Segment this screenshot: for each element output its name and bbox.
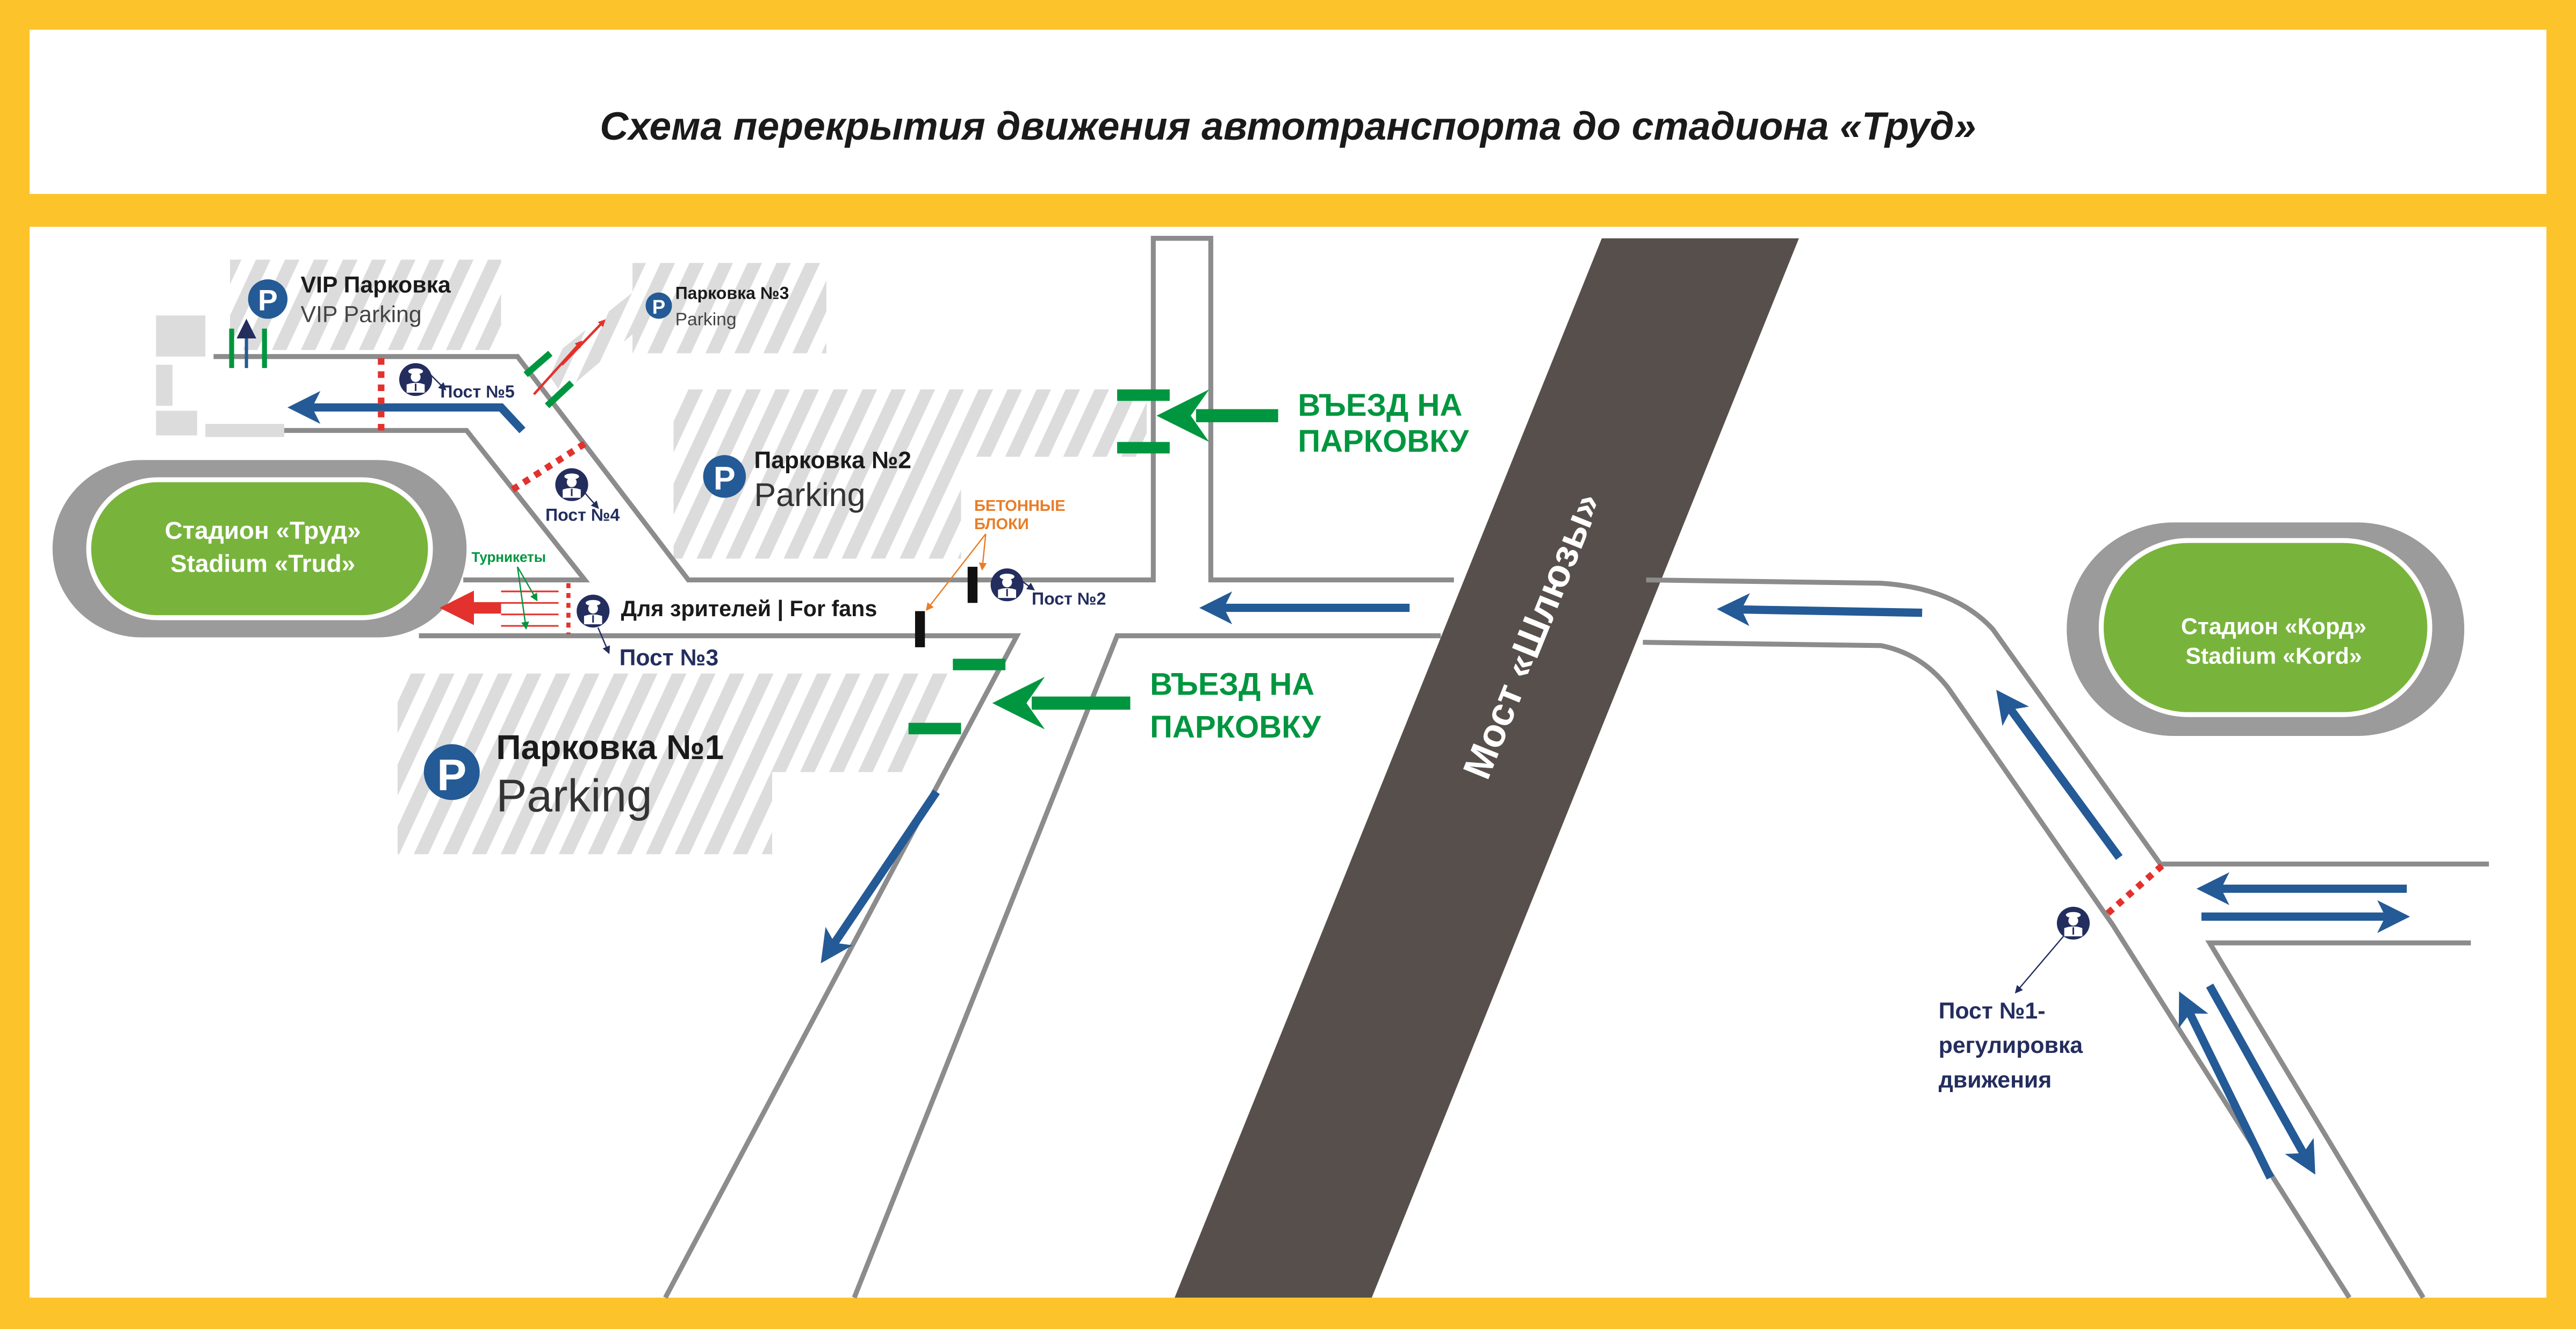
parking-2-label-ru: Парковка №2 (754, 447, 911, 474)
entrance-lower-line1: ВЪЕЗД НА (1150, 667, 1314, 702)
entrance-upper-line1: ВЪЕЗД НА (1298, 388, 1462, 423)
post-1-label-line3: движения (1939, 1067, 2052, 1093)
post-1-label-line2: регулировка (1939, 1032, 2084, 1058)
post-5: Пост №5 (398, 362, 515, 401)
parking-1-label-ru: Парковка №1 (496, 728, 724, 767)
parking-2-band (961, 389, 1147, 457)
stadium-trud: Стадион «Труд» Stadium «Trud» (52, 460, 467, 638)
parking-1-band (772, 673, 950, 772)
stadium-trud-name-en: Stadium «Trud» (170, 549, 355, 577)
entrance-lower: ВЪЕЗД НА ПАРКОВКУ (908, 659, 1321, 745)
police-officer-icon (554, 467, 589, 502)
parking-icon (703, 455, 746, 498)
svg-text:P: P (652, 296, 665, 318)
post-2-label: Пост №2 (1032, 589, 1106, 608)
svg-text:P: P (258, 284, 278, 317)
entrance-upper-line2: ПАРКОВКУ (1298, 424, 1469, 459)
parking-2-sign: P Парковка №2 Parking (703, 447, 911, 513)
police-officer-icon (398, 362, 433, 397)
post-5-label: Пост №5 (440, 382, 514, 401)
concrete-block (967, 567, 978, 603)
parking-3-sign: P Парковка №3 Parking (645, 284, 789, 330)
page-title: Схема перекрытия движения автотранспорта… (600, 104, 1976, 148)
parking-3-approach (542, 292, 649, 395)
turnstiles-label: Турникеты (471, 549, 545, 565)
svg-text:P: P (437, 750, 466, 800)
post-3-label: Пост №3 (620, 645, 719, 671)
vip-gates (229, 328, 267, 369)
fans-entrance: Турникеты Для зрителей | For fans (439, 549, 877, 630)
post-2: Пост №2 (990, 567, 1106, 608)
parking-icon (423, 744, 480, 800)
parking-icon (248, 279, 288, 319)
parking-1-sign: P Парковка №1 Parking (423, 728, 724, 822)
stadium-kord-name-ru: Стадион «Корд» (2181, 613, 2366, 639)
title-panel (30, 30, 2546, 194)
post-3: Пост №3 (575, 594, 719, 671)
police-officer-icon (575, 594, 610, 629)
parking-3-red-arrows (533, 319, 606, 395)
police-officer-icon (990, 567, 1025, 602)
vip-parking-label-en: VIP Parking (301, 302, 422, 328)
stadium-kord-name-en: Stadium «Kord» (2185, 643, 2362, 669)
parking-icon (645, 292, 672, 319)
svg-text:P: P (714, 460, 736, 496)
parking-1-label-en: Parking (496, 771, 652, 822)
parking-2-label-en: Parking (754, 476, 865, 513)
post-4-label: Пост №4 (545, 505, 620, 524)
entrance-upper: ВЪЕЗД НА ПАРКОВКУ (1117, 388, 1469, 459)
police-officer-icon (2056, 906, 2091, 941)
concrete-blocks-label-1: БЕТОННЫЕ (974, 497, 1066, 515)
parking-3-label-ru: Парковка №3 (675, 284, 789, 303)
parking-3-gates (523, 351, 574, 408)
post-1-label-line1: Пост №1- (1939, 998, 2046, 1024)
post-1: Пост №1- регулировка движения (1939, 906, 2091, 1093)
vip-parking-label-ru: VIP Парковка (301, 272, 452, 298)
stadium-kord: Стадион «Корд» Stadium «Kord» (2067, 522, 2465, 736)
concrete-blocks: БЕТОННЫЕ БЛОКИ (915, 497, 1066, 647)
post-4: Пост №4 (545, 467, 620, 524)
entrance-lower-line2: ПАРКОВКУ (1150, 710, 1321, 745)
bridge (1175, 238, 1799, 1298)
fans-label: Для зрителей | For fans (621, 596, 877, 621)
parking-3-label-en: Parking (675, 310, 737, 330)
traffic-arrows (287, 391, 2410, 1180)
parking-vip-sign: P VIP Парковка VIP Parking (248, 272, 452, 328)
concrete-block (915, 611, 925, 647)
buildings (156, 315, 284, 437)
roads (213, 236, 2489, 1299)
stadium-trud-name-ru: Стадион «Труд» (165, 516, 361, 544)
road-closures (378, 358, 2164, 916)
concrete-blocks-label-2: БЛОКИ (974, 516, 1029, 533)
